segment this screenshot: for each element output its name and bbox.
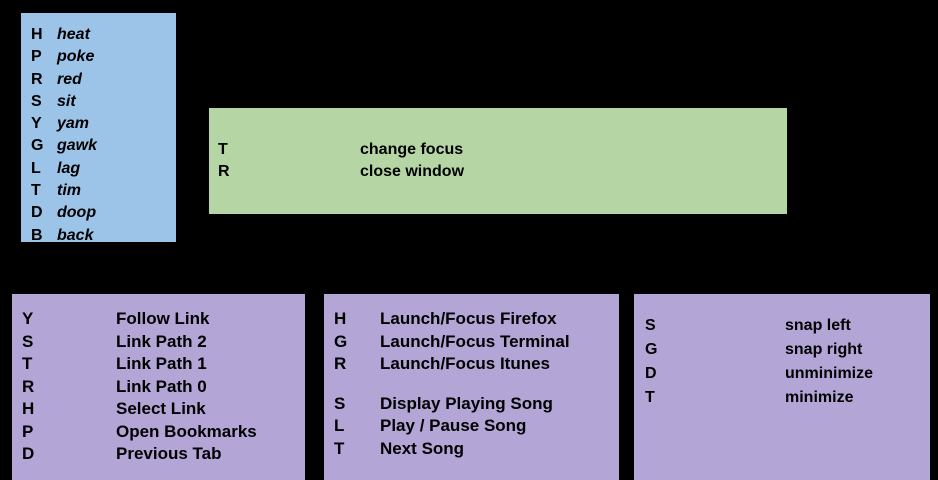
key-letter: L bbox=[31, 159, 41, 177]
key-letter: H bbox=[31, 26, 43, 43]
key-letter: L bbox=[334, 416, 345, 435]
key-letter: T bbox=[645, 389, 655, 406]
keybinding-row: R Link Path 0 bbox=[12, 376, 305, 399]
key-letter: S bbox=[334, 393, 346, 413]
command-label: snap left bbox=[785, 317, 851, 334]
keybinding-row: H Launch/Focus Firefox bbox=[324, 308, 619, 331]
key-letter: P bbox=[31, 48, 42, 66]
keybinding-row: T Next Song bbox=[324, 438, 619, 461]
key-letter: R bbox=[218, 163, 230, 180]
key-letter: S bbox=[645, 317, 656, 334]
keybinding-row: P Open Bookmarks bbox=[12, 421, 305, 444]
keybinding-row: R Launch/Focus Itunes bbox=[324, 353, 619, 376]
command-label: Link Path 1 bbox=[116, 354, 207, 373]
keybinding-row: G Launch/Focus Terminal bbox=[324, 331, 619, 354]
key-letter: R bbox=[334, 354, 347, 373]
command-label: Next Song bbox=[380, 438, 465, 458]
command-label: unminimize bbox=[785, 365, 874, 382]
key-letter: S bbox=[22, 331, 34, 351]
command-label: tim bbox=[57, 182, 81, 200]
command-label: red bbox=[57, 70, 82, 88]
command-label: Link Path 0 bbox=[116, 376, 207, 396]
row-spacer bbox=[324, 376, 619, 393]
key-letter: T bbox=[31, 182, 41, 200]
command-label: doop bbox=[57, 204, 97, 222]
keybinding-row: S Display Playing Song bbox=[324, 393, 619, 416]
command-label: yam bbox=[57, 115, 90, 133]
key-letter: Y bbox=[31, 115, 42, 133]
key-letter: H bbox=[334, 309, 347, 328]
command-label: Select Link bbox=[116, 399, 206, 418]
key-letter: H bbox=[22, 399, 35, 418]
key-letter: D bbox=[22, 444, 35, 463]
key-letter: G bbox=[334, 331, 348, 351]
key-letter: G bbox=[645, 341, 658, 358]
key-letter: S bbox=[31, 92, 42, 110]
keybinding-row: D Previous Tab bbox=[12, 443, 305, 466]
command-label: Play / Pause Song bbox=[380, 416, 527, 435]
command-label: Previous Tab bbox=[116, 444, 222, 463]
key-letter: T bbox=[334, 438, 345, 458]
command-label: back bbox=[57, 226, 94, 242]
key-letter: D bbox=[31, 204, 43, 222]
key-letter: G bbox=[31, 137, 44, 155]
keybinding-row: L Play / Pause Song bbox=[324, 415, 619, 438]
keybinding-row: T Link Path 1 bbox=[12, 353, 305, 376]
command-label: gawk bbox=[57, 137, 98, 155]
command-label: Follow Link bbox=[116, 309, 210, 328]
command-label: Link Path 2 bbox=[116, 331, 207, 351]
command-label: Display Playing Song bbox=[380, 393, 553, 413]
command-label: close window bbox=[360, 163, 465, 180]
key-letter: R bbox=[31, 70, 43, 88]
key-letter: Y bbox=[22, 309, 34, 328]
command-label: snap right bbox=[785, 341, 863, 358]
command-label: lag bbox=[57, 159, 81, 177]
command-label: change focus bbox=[360, 141, 464, 158]
command-label: Launch/Focus Terminal bbox=[380, 331, 570, 351]
key-letter: R bbox=[22, 376, 35, 396]
keybinding-row: S Link Path 2 bbox=[12, 331, 305, 354]
key-letter: T bbox=[22, 354, 33, 373]
command-label: minimize bbox=[785, 389, 854, 406]
key-letter: P bbox=[22, 421, 34, 441]
key-letter: D bbox=[645, 365, 657, 382]
command-label: heat bbox=[57, 26, 90, 43]
command-label: Launch/Focus Itunes bbox=[380, 354, 551, 373]
command-label: Open Bookmarks bbox=[116, 421, 257, 441]
command-label: sit bbox=[57, 92, 76, 110]
key-letter: B bbox=[31, 226, 43, 242]
keybinding-row: Y Follow Link bbox=[12, 308, 305, 331]
command-label: poke bbox=[57, 48, 95, 66]
key-letter: T bbox=[218, 141, 228, 158]
command-label: Launch/Focus Firefox bbox=[380, 309, 557, 328]
keybinding-row: H Select Link bbox=[12, 398, 305, 421]
